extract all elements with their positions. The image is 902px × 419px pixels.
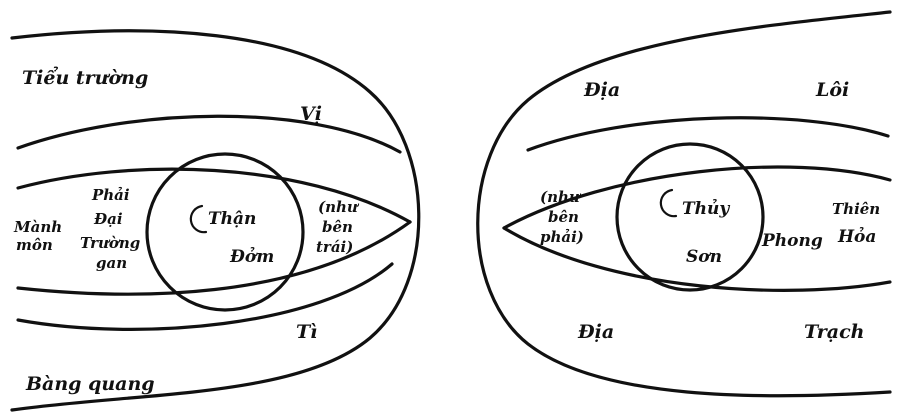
label-hoa: Hỏa (837, 227, 876, 247)
label-right-ben: bên (548, 208, 579, 226)
label-thien: Thiên (832, 200, 880, 218)
left-eye: Tiểu trường Vị Mành môn Phải Đại Trường … (10, 29, 421, 412)
label-bang-quang: Bàng quang (25, 373, 155, 395)
right-eye: Địa Lôi (như bên phải) Thủy Sơn Phong Th… (476, 10, 892, 398)
label-left-trai: trái) (316, 238, 353, 256)
label-dai: Đại (93, 210, 123, 228)
label-truong: Trường (80, 234, 140, 252)
right-outer-contour (476, 10, 892, 398)
left-lower-arc (16, 262, 394, 331)
label-right-nhu: (như (540, 188, 582, 206)
right-upper-arc (526, 116, 890, 152)
left-outer-contour (10, 29, 421, 412)
label-dia-bottom: Địa (577, 321, 614, 343)
label-than: Thận (208, 209, 256, 229)
label-phong: Phong (761, 231, 823, 251)
left-pupil-mark (189, 204, 208, 234)
right-pupil-mark (659, 188, 678, 218)
left-upper-arc (16, 114, 402, 154)
left-iris (145, 152, 305, 312)
left-upper-lid (16, 167, 412, 224)
label-son: Sơn (686, 247, 722, 267)
label-dom: Đởm (229, 247, 274, 267)
label-manh: Mành (13, 218, 62, 236)
label-right-phai: phải) (540, 228, 584, 246)
label-trach: Trạch (804, 321, 864, 343)
right-iris (615, 142, 765, 292)
label-left-ben: bên (322, 218, 353, 236)
label-ti: Tì (296, 321, 317, 343)
right-upper-lid (502, 165, 892, 230)
left-lower-lid (16, 220, 412, 296)
label-mon: môn (16, 236, 53, 254)
label-phai: Phải (91, 186, 130, 204)
label-dia-top: Địa (583, 79, 620, 101)
label-vi: Vị (300, 103, 322, 125)
label-thuy: Thủy (682, 199, 730, 219)
label-loi: Lôi (815, 79, 849, 101)
label-left-nhu: (như (318, 198, 360, 216)
label-tieu-truong: Tiểu trường (22, 65, 148, 89)
label-gan: gan (96, 254, 127, 272)
right-lower-lid (502, 226, 892, 292)
